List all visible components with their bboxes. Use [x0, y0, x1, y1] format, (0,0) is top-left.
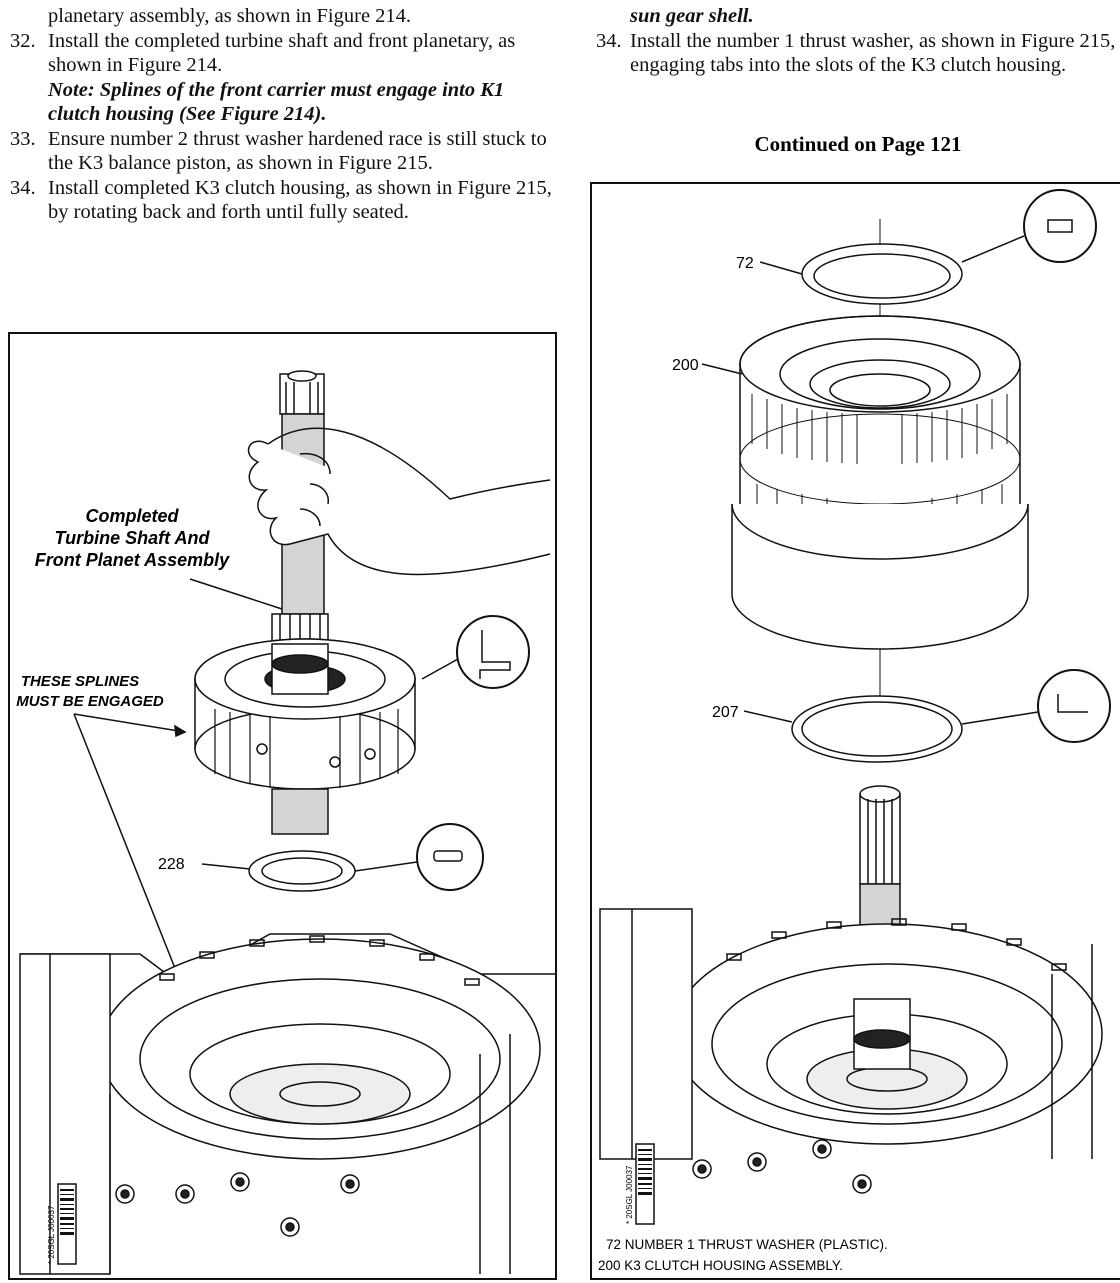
part-number-207: 207 [712, 704, 739, 721]
step-34-left-text: Install completed K3 clutch housing, as … [48, 176, 552, 224]
assembly-label-line1: Completed [85, 506, 179, 526]
assembly-label-line2: Turbine Shaft And [55, 528, 211, 548]
thrust-washer-207 [791, 695, 963, 763]
figure-215: 72 200 207 * 20SGL J00037 72 NUMBER 1 TH… [590, 182, 1120, 1280]
pump-housing-ring [99, 938, 541, 1160]
barcode-bars-right [638, 1149, 652, 1195]
legend-72: 72 NUMBER 1 THRUST WASHER (PLASTIC). [606, 1237, 888, 1252]
part-number-228: 228 [158, 856, 185, 873]
step-34-right-text: Install the number 1 thrust washer, as s… [630, 29, 1116, 77]
step-34-left: 34. Install completed K3 clutch housing,… [0, 176, 560, 225]
step-33-number: 33. [10, 127, 36, 150]
washer-228 [248, 850, 356, 892]
left-continued-line: planetary assembly, as shown in Figure 2… [48, 5, 412, 27]
barcode-text-left: * 20SGL J00037 [47, 1205, 56, 1264]
figure-214: Completed Turbine Shaft And Front Planet… [8, 332, 557, 1280]
lower-shaft [271, 788, 329, 835]
step-32-note: Note: Splines of the front carrier must … [48, 78, 505, 126]
step-33-text: Ensure number 2 thrust washer hardened r… [48, 127, 547, 175]
splines-callout-line2: MUST BE ENGAGED [16, 693, 164, 710]
continued-on-page: Continued on Page 121 [754, 132, 962, 156]
magnifier-washer-72 [1023, 189, 1097, 263]
step-34-right: 34. Install the number 1 thrust washer, … [596, 29, 1120, 78]
step-34-right-number: 34. [596, 29, 622, 52]
step-32-number: 32. [10, 29, 36, 52]
magnifier-washer-228 [416, 823, 484, 891]
hand [247, 440, 551, 576]
splines-callout-line1: THESE SPLINES [21, 673, 139, 690]
barcode-text-right: * 20SGL J00037 [625, 1165, 634, 1224]
assembly-label-line3: Front Planet Assembly [35, 550, 230, 570]
barcode-bars-left [60, 1189, 74, 1235]
step-34-left-number: 34. [10, 176, 36, 199]
transmission-case-right [599, 908, 693, 1160]
part-number-72: 72 [736, 255, 754, 272]
part-number-200: 200 [672, 357, 699, 374]
right-text-column: sun gear shell. 34. Install the number 1… [596, 4, 1120, 78]
step-32-text: Install the completed turbine shaft and … [48, 29, 516, 77]
magnifier-spline-detail [456, 615, 530, 689]
magnifier-washer-207 [1037, 669, 1111, 743]
thrust-washer-72 [801, 243, 963, 305]
right-continued-line: sun gear shell. [630, 5, 754, 27]
left-text-column: planetary assembly, as shown in Figure 2… [0, 4, 560, 225]
legend-200: 200 K3 CLUTCH HOUSING ASSEMBLY. [598, 1258, 843, 1273]
figure-215-illustration: 72 200 207 * 20SGL J00037 72 NUMBER 1 TH… [598, 189, 1111, 1273]
step-32: 32. Install the completed turbine shaft … [0, 29, 560, 127]
figure-214-illustration: Completed Turbine Shaft And Front Planet… [16, 370, 555, 1275]
step-33: 33. Ensure number 2 thrust washer harden… [0, 127, 560, 176]
